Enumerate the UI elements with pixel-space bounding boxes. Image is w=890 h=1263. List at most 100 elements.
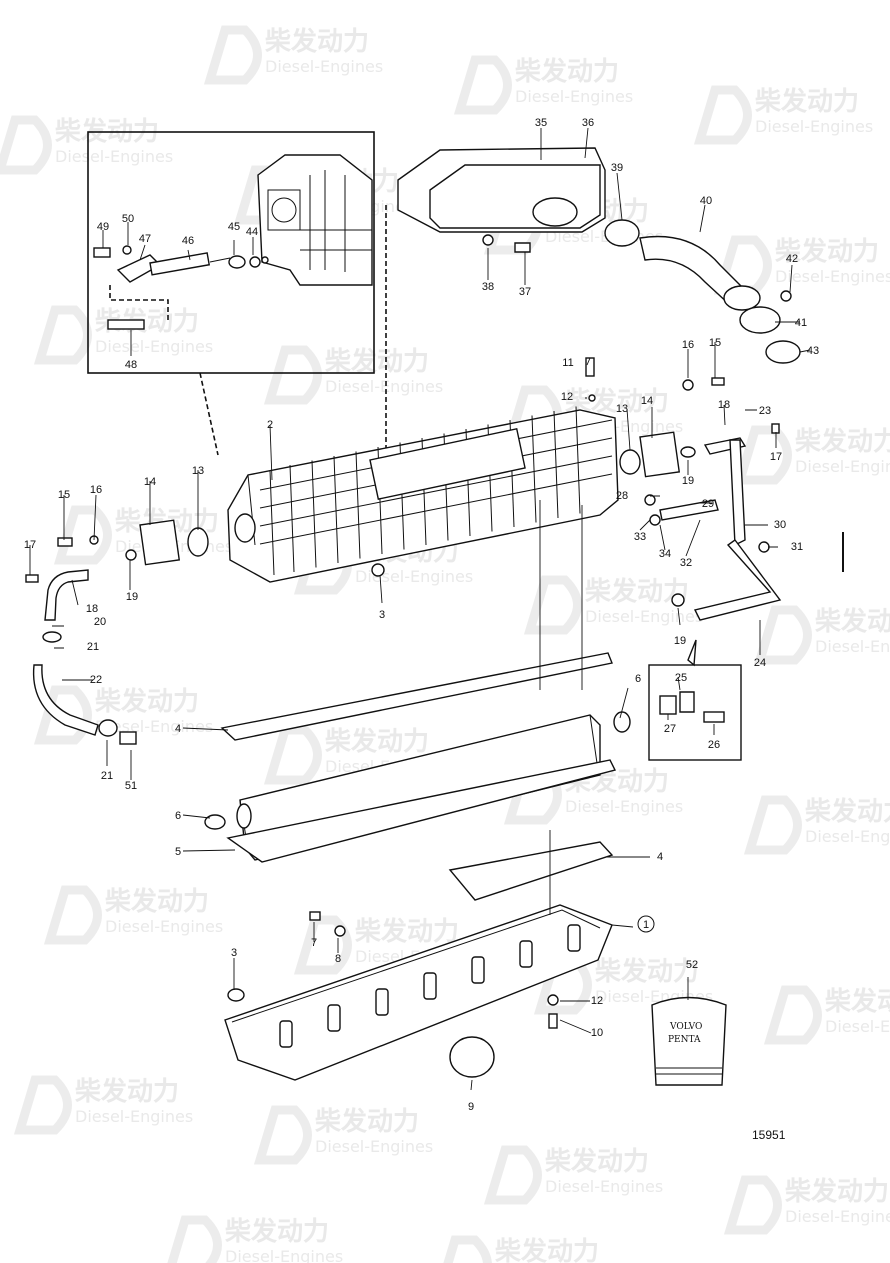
callout-42: 42 xyxy=(786,253,798,265)
callout-6a: 6 xyxy=(635,673,641,685)
watermark-brand-cn: 柴发动力 xyxy=(804,796,890,827)
watermark-brand-en: Diesel-Engines xyxy=(75,1107,193,1126)
callout-46: 46 xyxy=(182,235,194,247)
callout-6b: 6 xyxy=(175,810,181,822)
callout-18b: 18 xyxy=(86,603,98,615)
callout-28: 28 xyxy=(616,490,628,502)
callout-48: 48 xyxy=(125,359,137,371)
watermark-brand-cn: 柴发动力 xyxy=(774,236,879,267)
watermark-brand-en: Diesel-Engines xyxy=(775,267,890,286)
callout-1-circle xyxy=(637,915,655,933)
callout-15a: 15 xyxy=(709,337,721,349)
callout-17b: 17 xyxy=(24,539,36,551)
callout-52: 52 xyxy=(686,959,698,971)
watermark-brand-cn: 柴发动力 xyxy=(584,576,689,607)
watermark-brand-en: Diesel-Engines xyxy=(265,57,383,76)
watermark-brand-cn: 柴发动力 xyxy=(104,886,209,917)
clip-inset xyxy=(648,639,742,761)
callout-26: 26 xyxy=(708,739,720,751)
watermark-brand-cn: 柴发动力 xyxy=(94,686,199,717)
gasket-lower xyxy=(448,841,614,901)
callout-8: 8 xyxy=(335,953,341,965)
callout-27: 27 xyxy=(664,723,676,735)
callout-3b: 3 xyxy=(231,947,237,959)
watermark-brand-cn: 柴发动力 xyxy=(264,26,369,57)
callout-40: 40 xyxy=(700,195,712,207)
callout-16a: 16 xyxy=(682,339,694,351)
watermark-brand-en: Diesel-Engines xyxy=(795,457,890,476)
callout-32: 32 xyxy=(680,557,692,569)
callout-19a: 19 xyxy=(682,475,694,487)
callout-20: 20 xyxy=(94,616,106,628)
watermark-brand-cn: 柴发动力 xyxy=(224,1216,329,1247)
gasket-upper xyxy=(220,652,613,741)
watermark-brand-en: Diesel-Engines xyxy=(585,607,703,626)
callout-39: 39 xyxy=(611,162,623,174)
watermark-brand-cn: 柴发动力 xyxy=(754,86,859,117)
callout-18a: 18 xyxy=(718,399,730,411)
callout-17a: 17 xyxy=(770,451,782,463)
callout-44: 44 xyxy=(246,226,258,238)
watermark-brand-en: Diesel-Engines xyxy=(805,827,890,846)
oil-cooler xyxy=(204,711,631,863)
watermark-brand-cn: 柴发动力 xyxy=(324,346,429,377)
watermark-brand-en: Diesel-Engines xyxy=(355,567,473,586)
watermark-brand-en: Diesel-Engines xyxy=(515,87,633,106)
callout-3a: 3 xyxy=(379,609,385,621)
watermark-brand-en: Diesel-Engines xyxy=(225,1247,343,1263)
callout-31: 31 xyxy=(791,541,803,553)
callout-10: 10 xyxy=(591,1027,603,1039)
inset-leader xyxy=(199,372,219,456)
manual-volvo-text: VOLVO xyxy=(669,1022,702,1032)
callout-51: 51 xyxy=(125,780,137,792)
watermark-brand-cn: 柴发动力 xyxy=(784,1176,889,1207)
callout-2: 2 xyxy=(267,419,273,431)
callout-14b: 14 xyxy=(144,476,156,488)
callout-5: 5 xyxy=(175,846,181,858)
callout-37: 37 xyxy=(519,286,531,298)
manual-box: VOLVO PENTA xyxy=(651,996,727,1086)
watermark-brand-cn: 柴发动力 xyxy=(814,606,890,637)
callout-43: 43 xyxy=(807,345,819,357)
callout-21a: 21 xyxy=(87,641,99,653)
detail-inset xyxy=(87,131,375,374)
watermark-brand-en: Diesel-Engines xyxy=(825,1017,890,1036)
callout-1: 1 xyxy=(643,919,649,931)
watermark-brand-en: Diesel-Engines xyxy=(95,717,213,736)
callout-21b: 21 xyxy=(101,770,113,782)
watermark-brand-cn: 柴发动力 xyxy=(494,1236,599,1263)
callout-13a: 13 xyxy=(616,403,628,415)
watermark-brand-en: Diesel-Engines xyxy=(55,147,173,166)
cooler-cover xyxy=(397,147,606,253)
right-pipe-assembly xyxy=(585,357,782,621)
watermark-brand-en: Diesel-Engines xyxy=(755,117,873,136)
watermark-brand-en: Diesel-Engines xyxy=(105,917,223,936)
callout-30: 30 xyxy=(774,519,786,531)
callout-50: 50 xyxy=(122,213,134,225)
watermark-brand-cn: 柴发动力 xyxy=(544,1146,649,1177)
callout-labels: 1233445667891011121213131414151516161717… xyxy=(24,117,819,1113)
callout-7: 7 xyxy=(311,937,317,949)
callout-41: 41 xyxy=(795,317,807,329)
leader-lines xyxy=(29,127,811,1091)
left-pipe-assembly xyxy=(25,519,209,745)
callout-34: 34 xyxy=(659,548,671,560)
watermark-brand-cn: 柴发动力 xyxy=(824,986,890,1017)
watermark-brand-en: Diesel-Engines xyxy=(815,637,890,656)
callout-35: 35 xyxy=(535,117,547,129)
callout-47: 47 xyxy=(139,233,151,245)
